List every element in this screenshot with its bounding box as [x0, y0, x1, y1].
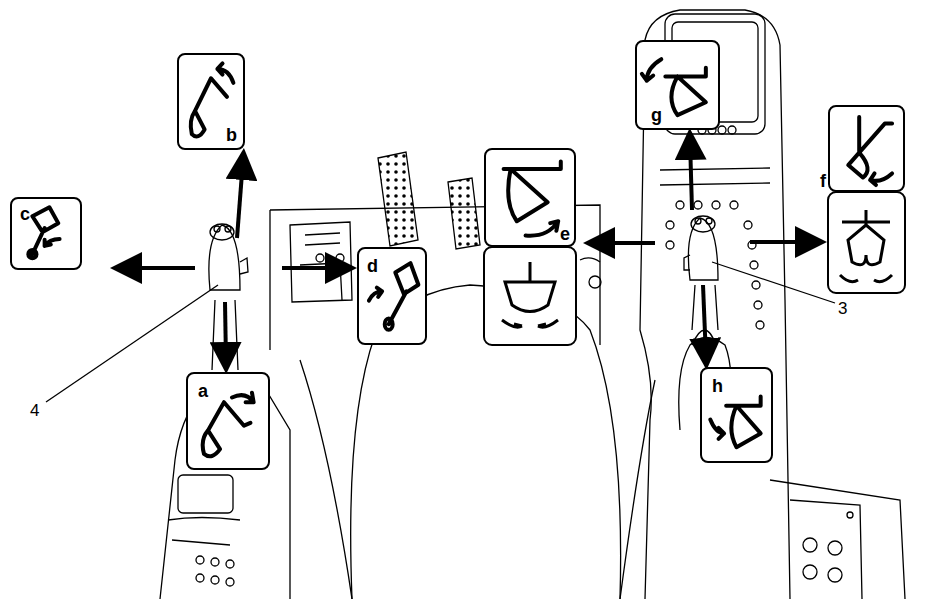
function-letter: c	[20, 205, 30, 223]
control-icon-box: g	[635, 40, 720, 130]
function-letter: a	[198, 382, 208, 400]
callout-number: 4	[30, 402, 39, 419]
function-letter: h	[712, 377, 723, 395]
control-icon-box: c	[10, 197, 82, 270]
function-letter: b	[226, 126, 237, 144]
control-icon-box: d	[357, 247, 427, 345]
control-icon-box: e	[484, 148, 576, 247]
control-icon-box: f	[828, 105, 905, 192]
function-letter: d	[367, 257, 378, 275]
control-icon-box: h	[700, 367, 773, 463]
callout-number: 3	[838, 300, 847, 317]
motion-symbol	[830, 107, 903, 190]
motion-symbol	[637, 42, 718, 128]
function-letter: e	[560, 225, 570, 243]
control-icon-box: b	[177, 53, 245, 150]
function-letter: g	[651, 106, 662, 124]
function-letter: f	[820, 172, 826, 190]
control-icon-box: a	[186, 372, 270, 470]
